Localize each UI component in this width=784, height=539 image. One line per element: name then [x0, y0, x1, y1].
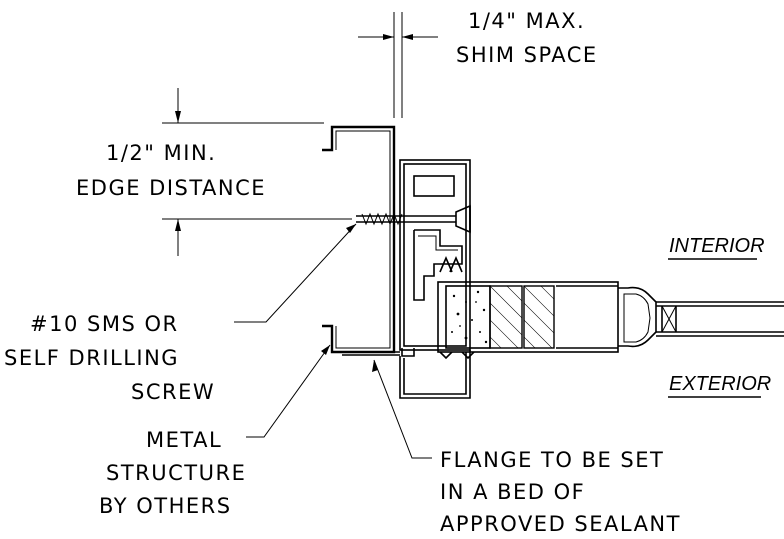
edge-distance-dimension: [162, 88, 352, 256]
shim-dimension: [358, 12, 438, 118]
screw-leader: [234, 223, 357, 323]
metal-label-line2: STRUCTURE: [106, 461, 246, 485]
edge-label-line2: EDGE DISTANCE: [76, 176, 266, 200]
glazing-unit: [437, 255, 619, 360]
interior-label: INTERIOR: [669, 235, 765, 257]
shim-label-line1: 1/4" MAX.: [468, 9, 585, 33]
insulation-speckle: [451, 290, 488, 344]
aluminum-frame: [342, 159, 471, 399]
metal-label-line1: METAL: [146, 428, 222, 452]
exterior-label: EXTERIOR: [669, 373, 771, 395]
flange-label-line2: IN A BED OF: [440, 480, 585, 504]
adjacent-mullion: [618, 286, 784, 348]
shim-label-line2: SHIM SPACE: [456, 43, 598, 67]
metal-label-line3: BY OTHERS: [99, 494, 232, 518]
metal-structure-channel: [322, 125, 396, 354]
screw-label-line1: #10 SMS OR: [30, 312, 179, 336]
metal-structure-leader: [246, 344, 331, 438]
flange-label-line1: FLANGE TO BE SET: [440, 448, 664, 472]
flange-label-line3: APPROVED SEALANT: [440, 512, 681, 536]
screw-label-line3: SCREW: [131, 380, 215, 404]
screw: [356, 204, 471, 234]
edge-label-line1: 1/2" MIN.: [106, 141, 216, 165]
screw-label-line2: SELF DRILLING: [4, 346, 179, 370]
flange-leader: [372, 359, 432, 459]
